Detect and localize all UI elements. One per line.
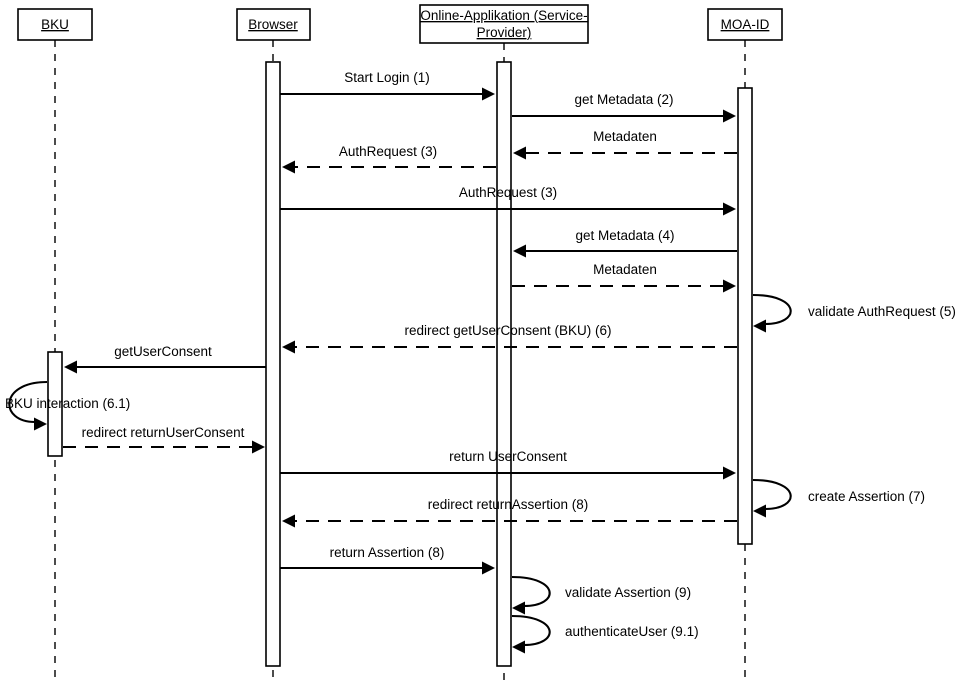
self-message-arc-s4 (511, 575, 551, 608)
activation-layer (47, 61, 753, 667)
message-arrowhead-m1 (482, 87, 495, 101)
activation-bar-moaid[interactable] (737, 87, 753, 545)
message-arrowhead-m5 (723, 202, 736, 216)
activation-bar-browser[interactable] (265, 61, 281, 667)
message-m9[interactable]: getUserConsent (64, 344, 266, 374)
activation-bar-bku[interactable] (47, 351, 63, 457)
message-label-m4: AuthRequest (3) (339, 144, 437, 159)
message-m5[interactable]: AuthRequest (3) (280, 185, 736, 216)
self-message-s5[interactable]: authenticateUser (9.1) (511, 614, 699, 654)
message-arrowhead-m2 (723, 109, 736, 123)
message-m8[interactable]: redirect getUserConsent (BKU) (6) (282, 323, 737, 354)
message-m12[interactable]: redirect returnAssertion (8) (282, 497, 737, 528)
lifeline-bku[interactable]: BKU (17, 8, 93, 683)
message-label-m5: AuthRequest (3) (459, 185, 557, 200)
message-label-m9: getUserConsent (114, 344, 212, 359)
self-message-arc-s2 (8, 380, 48, 424)
self-message-arc-s1 (752, 293, 792, 326)
self-message-s3[interactable]: create Assertion (7) (752, 478, 925, 518)
message-label-m2: get Metadata (2) (574, 92, 673, 107)
self-message-arrowhead-s3 (753, 504, 766, 518)
message-label-m6: get Metadata (4) (575, 228, 674, 243)
self-message-label-s2: BKU interaction (6.1) (5, 396, 130, 411)
message-arrowhead-m10 (252, 440, 265, 454)
message-m11[interactable]: return UserConsent (280, 449, 736, 480)
activation-bar-oa[interactable] (496, 61, 512, 667)
message-label-m1: Start Login (1) (344, 70, 430, 85)
message-label-m12: redirect returnAssertion (8) (428, 497, 589, 512)
message-m4[interactable]: AuthRequest (3) (282, 144, 496, 174)
self-message-arrowhead-s5 (512, 640, 525, 654)
self-message-s2[interactable]: BKU interaction (6.1) (5, 380, 130, 431)
message-m13[interactable]: return Assertion (8) (280, 545, 495, 575)
lifeline-label-browser: Browser (248, 17, 298, 32)
message-label-m3: Metadaten (593, 129, 657, 144)
self-message-label-s5: authenticateUser (9.1) (565, 624, 699, 639)
message-m2[interactable]: get Metadata (2) (512, 92, 736, 123)
self-message-label-s4: validate Assertion (9) (565, 585, 691, 600)
message-arrowhead-m13 (482, 561, 495, 575)
self-message-arrowhead-s2 (34, 417, 47, 431)
lifeline-header-box-bku[interactable] (17, 8, 93, 41)
message-arrowhead-m4 (282, 160, 295, 174)
message-m1[interactable]: Start Login (1) (280, 70, 495, 101)
message-label-m7: Metadaten (593, 262, 657, 277)
message-arrowhead-m9 (64, 360, 77, 374)
message-layer: Start Login (1) get Metadata (2) Metadaten… (63, 70, 737, 575)
message-arrowhead-m6 (513, 244, 526, 258)
lifeline-moaid[interactable]: MOA-ID (707, 8, 783, 683)
message-arrowhead-m11 (723, 466, 736, 480)
lifeline-label-oa: Provider) (477, 25, 532, 40)
message-m10[interactable]: redirect returnUserConsent (63, 425, 265, 454)
message-label-m8: redirect getUserConsent (BKU) (6) (404, 323, 611, 338)
self-message-layer: validate AuthRequest (5) BKU interaction … (5, 293, 956, 654)
message-m6[interactable]: get Metadata (4) (513, 228, 737, 258)
message-label-m13: return Assertion (8) (330, 545, 445, 560)
self-message-label-s1: validate AuthRequest (5) (808, 304, 956, 319)
message-m3[interactable]: Metadaten (513, 129, 737, 160)
lifeline-header-box-browser[interactable] (236, 8, 311, 41)
lifeline-label-moaid: MOA-ID (721, 17, 770, 32)
lifeline-label-bku: BKU (41, 17, 69, 32)
message-arrowhead-m8 (282, 340, 295, 354)
self-message-arc-s3 (752, 478, 792, 511)
message-arrowhead-m7 (723, 279, 736, 293)
message-arrowhead-m3 (513, 146, 526, 160)
self-message-s1[interactable]: validate AuthRequest (5) (752, 293, 956, 333)
message-label-m10: redirect returnUserConsent (82, 425, 245, 440)
message-arrowhead-m12 (282, 514, 295, 528)
lifeline-label-oa: Online-Applikation (Service- (420, 8, 587, 23)
message-label-m11: return UserConsent (449, 449, 567, 464)
self-message-arc-s5 (511, 614, 551, 647)
self-message-arrowhead-s4 (512, 601, 525, 615)
lifeline-header-box-oa[interactable] (419, 4, 589, 44)
self-message-arrowhead-s1 (753, 319, 766, 333)
self-message-s4[interactable]: validate Assertion (9) (511, 575, 691, 615)
self-message-label-s3: create Assertion (7) (808, 489, 925, 504)
message-m7[interactable]: Metadaten (512, 262, 736, 293)
